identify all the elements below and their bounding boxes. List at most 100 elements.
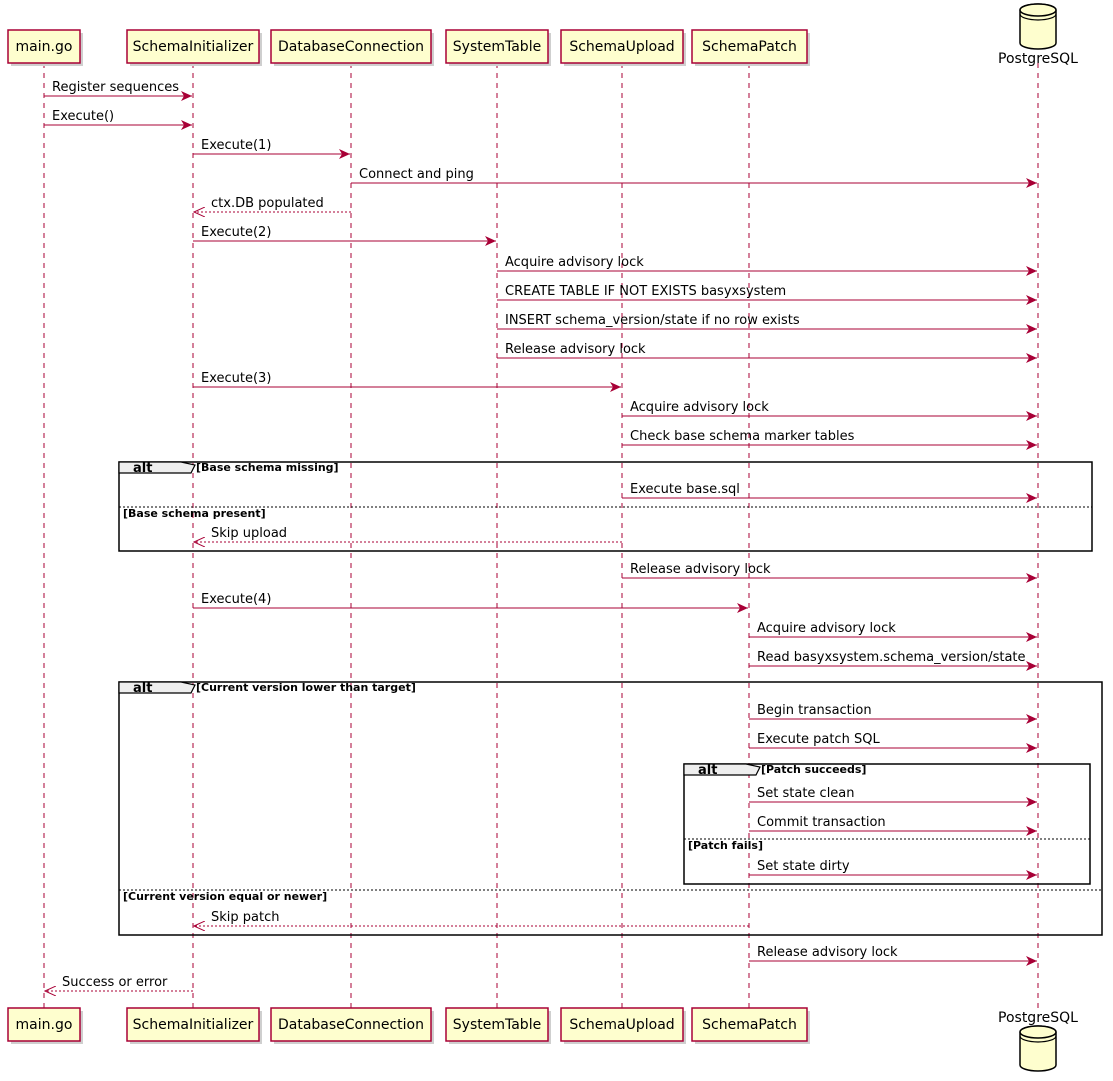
participant-upl-bottom: SchemaUpload — [560, 1007, 686, 1044]
participant-pg-top: PostgreSQL — [998, 3, 1078, 67]
message-call: Acquire advisory lock — [622, 400, 1037, 421]
alt-fragment: alt [Patch succeeds] [Patch fails] — [683, 763, 1091, 885]
participant-label: SchemaPatch — [702, 1017, 797, 1033]
participant-init-bottom: SchemaInitializer — [126, 1007, 262, 1044]
message-call: Execute(2) — [193, 225, 496, 246]
participant-main-bottom: main.go — [7, 1007, 83, 1044]
participant-box — [560, 29, 684, 64]
participant-label: PostgreSQL — [998, 51, 1078, 67]
message-label: Check base schema marker tables — [630, 429, 855, 444]
participant-sys-top: SystemTable — [445, 29, 551, 66]
message-call: Read basyxsystem.schema_version/state — [749, 650, 1037, 671]
else-guard: [Base schema present] — [123, 507, 266, 520]
message-return: Skip patch — [194, 910, 749, 926]
message-call: Register sequences — [44, 80, 192, 101]
participant-label: DatabaseConnection — [278, 1017, 424, 1033]
message-label: Execute(3) — [201, 371, 271, 386]
message-label: Execute(1) — [201, 138, 271, 153]
message-call: CREATE TABLE IF NOT EXISTS basyxsystem — [497, 284, 1037, 305]
message-call: Set state clean — [749, 786, 1037, 807]
message-label: Acquire advisory lock — [505, 255, 644, 270]
message-label: Read basyxsystem.schema_version/state — [757, 650, 1026, 665]
message-label: Execute() — [52, 109, 114, 124]
fragment-keyword: alt — [133, 461, 152, 476]
participant-pat-top: SchemaPatch — [691, 29, 810, 66]
participant-box — [270, 29, 432, 64]
message-label: Begin transaction — [757, 703, 872, 718]
participant-box — [7, 29, 81, 64]
message-label: Skip upload — [211, 526, 287, 541]
participant-pg-bottom: PostgreSQL — [998, 1010, 1078, 1072]
message-label: Connect and ping — [359, 167, 474, 182]
message-label: Execute(4) — [201, 592, 271, 607]
participant-label: PostgreSQL — [998, 1010, 1078, 1026]
participant-upl-top: SchemaUpload — [560, 29, 686, 66]
else-guard: [Current version equal or newer] — [123, 890, 327, 903]
participant-box — [445, 29, 549, 64]
message-label: Execute(2) — [201, 225, 271, 240]
participant-label: SchemaPatch — [702, 39, 797, 55]
message-label: Release advisory lock — [630, 562, 771, 577]
participant-label: SystemTable — [453, 1017, 541, 1033]
participant-label: SchemaInitializer — [133, 39, 254, 55]
participant-label: SchemaUpload — [569, 1017, 674, 1033]
participant-label: SchemaUpload — [569, 39, 674, 55]
message-label: Release advisory lock — [505, 342, 646, 357]
message-label: Set state clean — [757, 786, 855, 801]
fragment-guard: [Patch succeeds] — [761, 763, 866, 776]
message-label: Acquire advisory lock — [630, 400, 769, 415]
message-call: Begin transaction — [749, 703, 1037, 724]
participant-box — [126, 1007, 260, 1042]
message-label: Execute base.sql — [630, 482, 740, 497]
message-call: Release advisory lock — [749, 945, 1037, 966]
message-label: Success or error — [62, 975, 168, 990]
participant-label: DatabaseConnection — [278, 39, 424, 55]
message-call: Execute base.sql — [622, 482, 1037, 503]
message-label: Acquire advisory lock — [757, 621, 896, 636]
message-label: ctx.DB populated — [211, 196, 324, 211]
participant-label: SchemaInitializer — [133, 1017, 254, 1033]
fragment-keyword: alt — [133, 681, 152, 696]
message-call: Execute() — [44, 109, 192, 130]
alt-fragment: alt [Base schema missing] [Base schema pre… — [118, 461, 1093, 552]
participant-box — [691, 29, 808, 64]
message-label: Set state dirty — [757, 859, 850, 874]
participant-box — [560, 1007, 684, 1042]
participant-box — [691, 1007, 808, 1042]
message-call: Release advisory lock — [622, 562, 1037, 583]
message-call: Commit transaction — [749, 815, 1037, 836]
participant-init-top: SchemaInitializer — [126, 29, 262, 66]
message-call: Acquire advisory lock — [497, 255, 1037, 276]
message-return: Success or error — [45, 975, 193, 991]
else-guard: [Patch fails] — [688, 839, 763, 852]
message-label: Release advisory lock — [757, 945, 898, 960]
message-label: CREATE TABLE IF NOT EXISTS basyxsystem — [505, 284, 786, 299]
message-label: Register sequences — [52, 80, 179, 95]
participant-label: main.go — [16, 1017, 73, 1033]
message-call: Execute(1) — [193, 138, 350, 159]
participant-pat-bottom: SchemaPatch — [691, 1007, 810, 1044]
participant-box — [7, 1007, 81, 1042]
message-call: Set state dirty — [749, 859, 1037, 880]
participant-box — [270, 1007, 432, 1042]
fragment-guard: [Base schema missing] — [196, 461, 339, 474]
message-return: ctx.DB populated — [194, 196, 351, 212]
message-label: INSERT schema_version/state if no row ex… — [505, 313, 800, 328]
alt-fragment: alt [Current version lower than target] [C… — [118, 681, 1103, 936]
message-call: Connect and ping — [351, 167, 1037, 188]
message-label: Skip patch — [211, 910, 279, 925]
message-call: Execute(4) — [193, 592, 748, 613]
message-label: Commit transaction — [757, 815, 886, 830]
participant-main-top: main.go — [7, 29, 83, 66]
message-call: Release advisory lock — [497, 342, 1037, 363]
participant-sys-bottom: SystemTable — [445, 1007, 551, 1044]
fragment-guard: [Current version lower than target] — [196, 681, 416, 694]
message-label: Execute patch SQL — [757, 732, 880, 747]
participant-dbc-top: DatabaseConnection — [270, 29, 434, 66]
message-call: Check base schema marker tables — [622, 429, 1037, 450]
message-call: Execute patch SQL — [749, 732, 1037, 753]
message-return: Skip upload — [194, 526, 622, 542]
participant-label: SystemTable — [453, 39, 541, 55]
fragment-keyword: alt — [698, 763, 717, 778]
participant-box — [126, 29, 260, 64]
